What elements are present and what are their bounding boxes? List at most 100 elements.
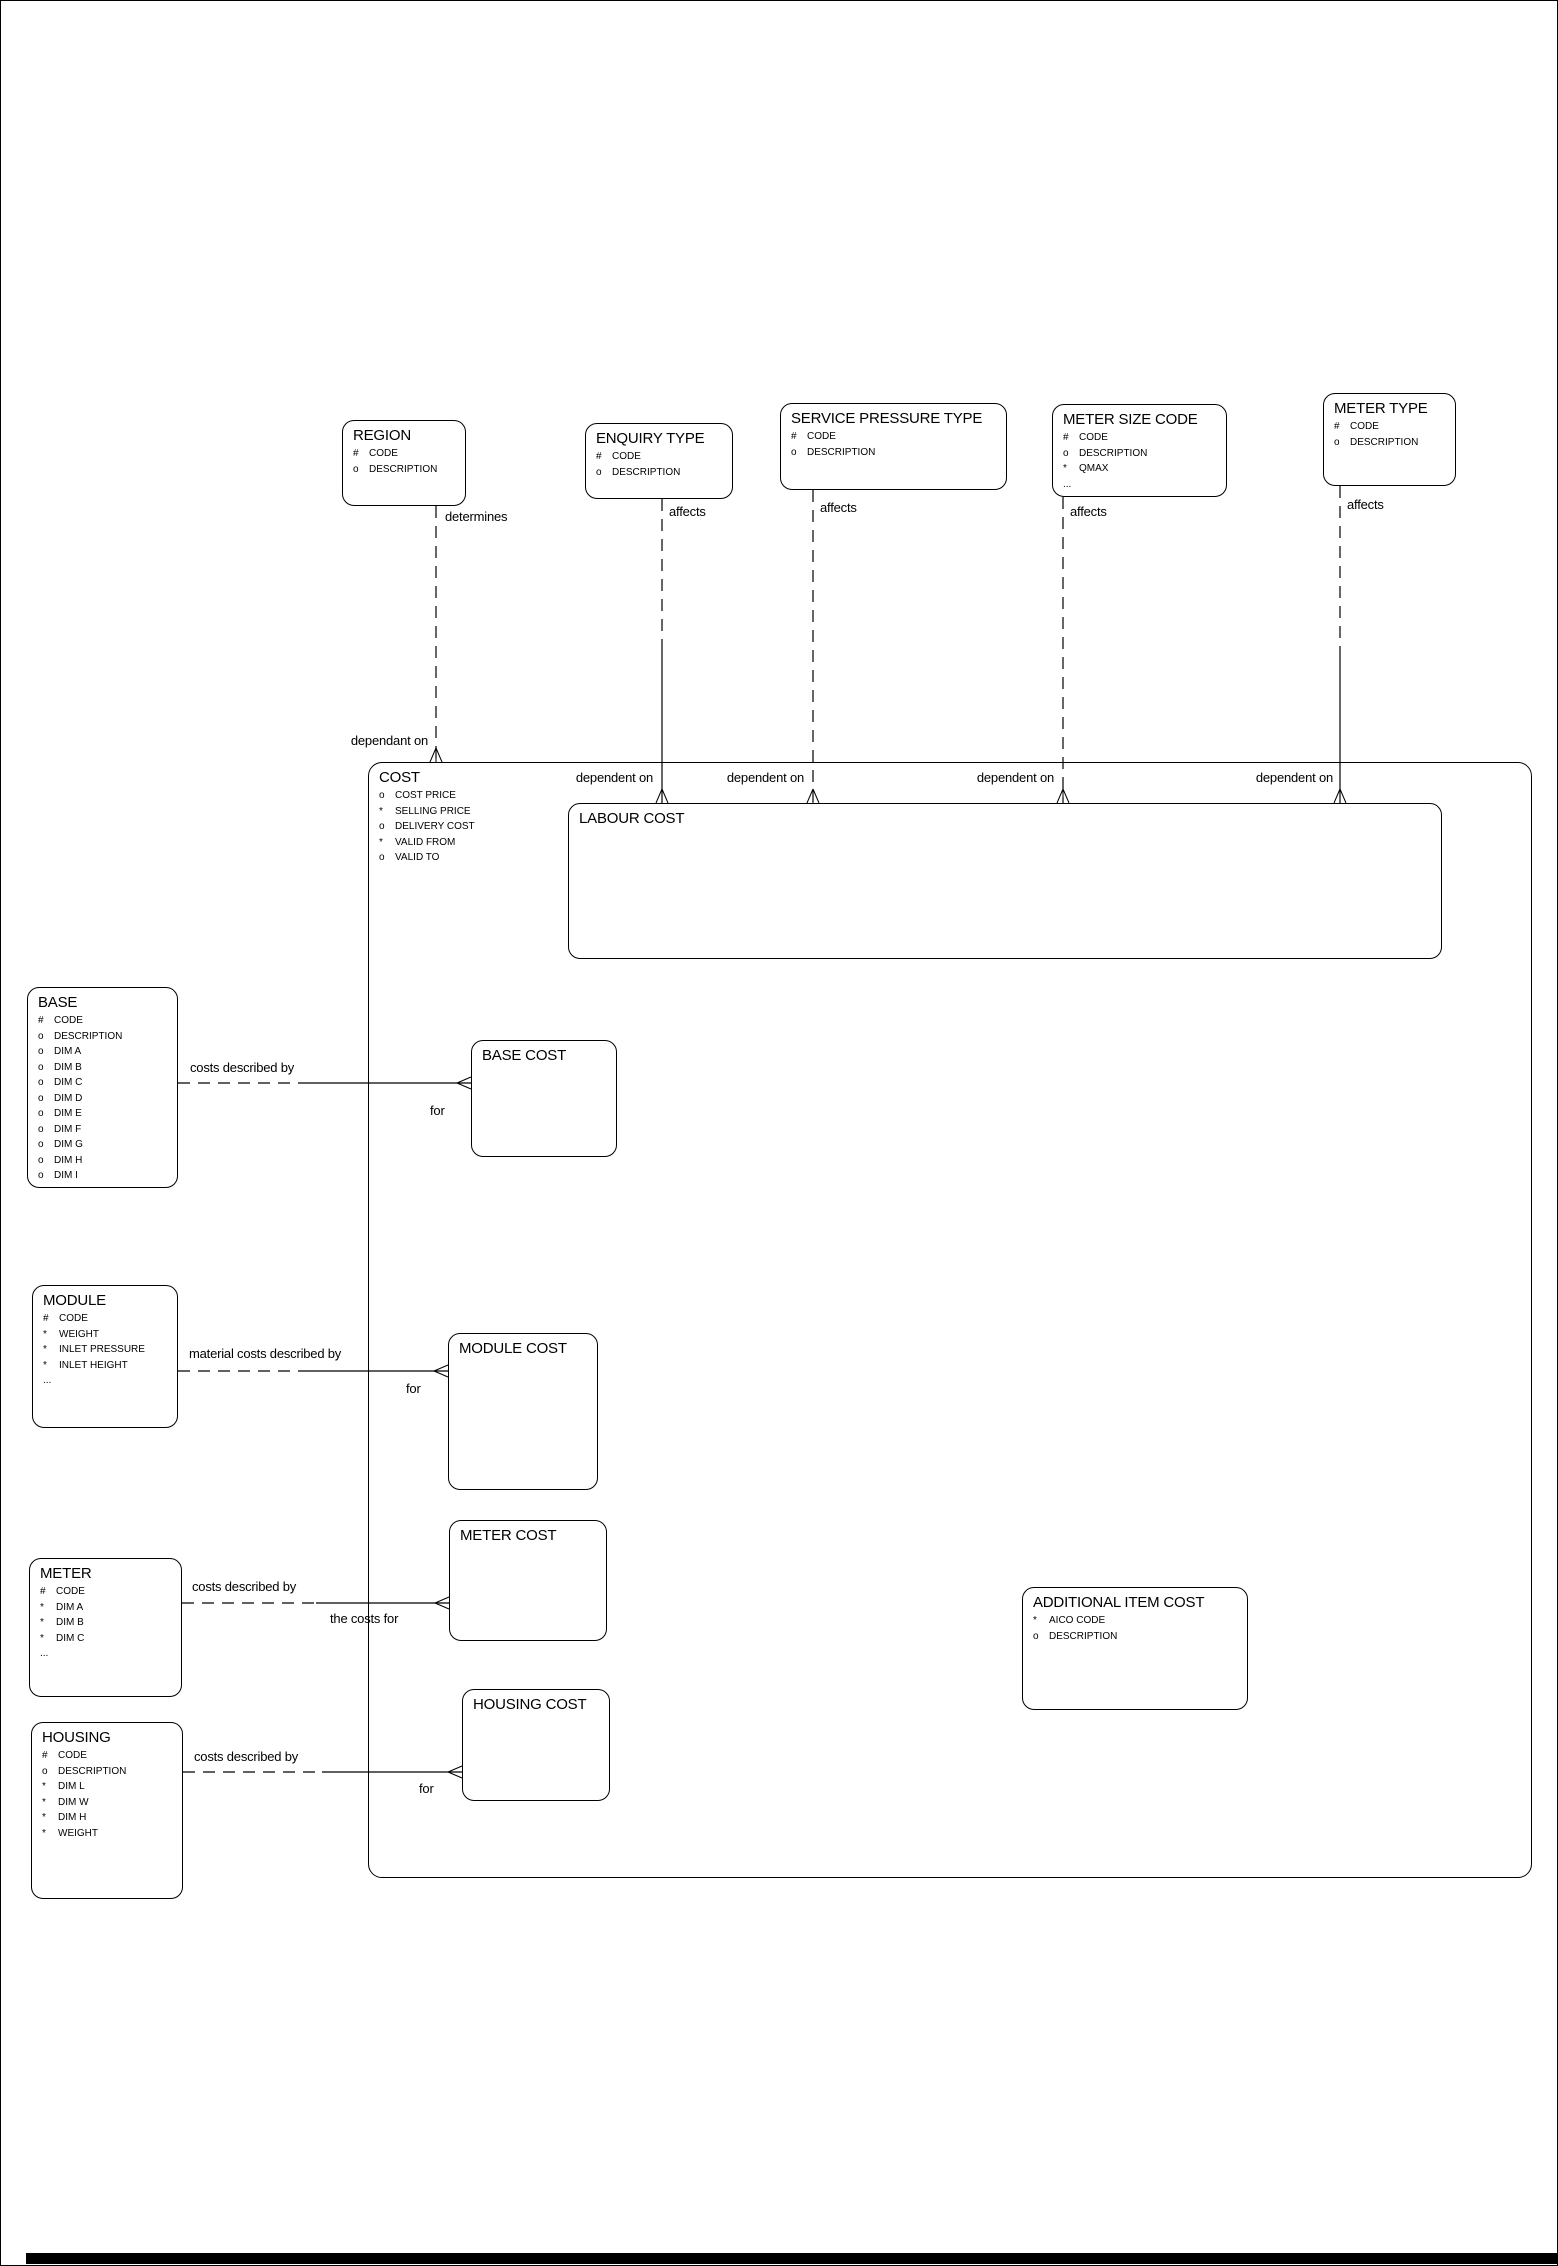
entity-box-housing-cost[interactable]: HOUSING COST [462,1689,610,1801]
attribute-prefix: # [353,448,359,459]
attribute-row-cost-3: *VALID FROM [379,835,1531,851]
attribute-prefix: o [38,1139,44,1150]
relationship-label-housing-costs-described-by-housing-cost-0: costs described by [194,1749,299,1764]
attribute-prefix: o [1063,447,1069,459]
attribute-prefix: o [38,1046,44,1057]
relationship-line-service-pressure-type-affects-labour-cost[interactable] [806,490,820,804]
attribute-row-base-4: o DIM C [38,1075,177,1091]
relationship-line-meter-type-affects-labour-cost[interactable] [1333,486,1347,804]
attribute-name: DESCRIPTION [1049,1630,1118,1642]
entity-box-labour-cost[interactable]: LABOUR COST [568,803,1442,959]
attribute-name: DIM I [54,1170,78,1181]
relationship-label-service-pressure-type-affects-labour-cost-0: affects [820,500,857,515]
attribute-name: INLET PRESSURE [59,1344,145,1355]
attribute-name: VALID FROM [395,836,456,848]
attribute-row-housing-5: * WEIGHT [42,1826,182,1842]
entity-box-base-cost[interactable]: BASE COST [471,1040,617,1157]
relationship-label-module-material-costs-described-by-module-cost-1: for [406,1381,421,1396]
attribute-prefix: o [42,1765,48,1777]
attribute-name: DELIVERY COST [395,821,475,832]
attribute-prefix: o [38,1123,44,1135]
attribute-prefix: ... [40,1648,49,1659]
attribute-prefix: * [43,1359,47,1371]
attribute-name: DIM C [54,1077,83,1088]
entity-title-additional-item-cost: ADDITIONAL ITEM COST [1033,1594,1205,1611]
attribute-prefix: * [42,1827,46,1839]
relationship-label-enquiry-type-affects-labour-cost-0: affects [669,504,706,519]
attribute-prefix: o [791,446,797,458]
attribute-name: DIM C [56,1632,85,1644]
attribute-row-housing-4: *DIM H [42,1810,182,1826]
attribute-prefix: # [1063,432,1069,443]
relationship-label-region-determines-cost-0: determines [445,509,508,524]
entity-title-meter-type: METER TYPE [1334,400,1428,417]
attribute-name: DIM H [58,1812,87,1823]
relationship-label-service-pressure-type-affects-labour-cost-1: dependent on [726,770,804,785]
attribute-row-meter-size-code-3: ... [1063,477,1226,493]
entity-box-module-cost[interactable]: MODULE COST [448,1333,598,1490]
relationship-line-meter-size-code-affects-labour-cost[interactable] [1056,497,1070,804]
attribute-name: DESCRIPTION [369,463,438,475]
attribute-name: DIM H [54,1154,83,1166]
attribute-name: WEIGHT [58,1827,98,1839]
attribute-name: INLET HEIGHT [59,1359,128,1371]
attribute-row-meter-type-0: # CODE [1334,419,1455,435]
attribute-row-meter-2: *DIM B [40,1615,181,1631]
attribute-name: CODE [1350,421,1379,432]
attribute-row-meter-3: *DIM C [40,1631,181,1647]
attribute-row-meter-1: *DIM A [40,1600,181,1616]
attribute-name: DESCRIPTION [1350,436,1419,448]
attribute-prefix: * [40,1601,44,1613]
attribute-row-base-0: # CODE [38,1013,177,1029]
attribute-prefix: # [1334,421,1340,432]
entity-title-meter: METER [40,1565,92,1582]
attribute-name: CODE [612,451,641,462]
attribute-prefix: * [1063,463,1067,474]
attribute-name: CODE [54,1015,83,1026]
attribute-name: DESCRIPTION [1079,447,1148,459]
entity-box-meter-cost[interactable]: METER COST [449,1520,607,1641]
attribute-prefix: * [42,1796,46,1808]
relationship-label-housing-costs-described-by-housing-cost-1: for [419,1781,434,1796]
attribute-prefix: * [43,1344,47,1355]
attribute-prefix: # [38,1015,44,1026]
attribute-row-meter-0: #CODE [40,1584,181,1600]
entity-box-meter[interactable]: METER#CODE*DIM A*DIM B*DIM C... [29,1558,182,1697]
entity-title-housing: HOUSING [42,1729,111,1746]
entity-title-meter-size-code: METER SIZE CODE [1063,411,1198,428]
attribute-prefix: # [42,1750,48,1761]
entity-title-service-pressure-type: SERVICE PRESSURE TYPE [791,410,983,427]
attribute-name: DESCRIPTION [612,466,681,478]
attribute-prefix: o [38,1077,44,1088]
attribute-prefix: # [43,1313,49,1324]
entity-box-module[interactable]: MODULE#CODE*WEIGHT*INLET PRESSURE*INLET … [32,1285,178,1428]
relationship-label-base-costs-described-by-base-cost-1: for [430,1103,445,1118]
attribute-name: DIM B [56,1617,84,1628]
relationship-line-region-determines-cost[interactable] [429,506,443,763]
attribute-row-meter-size-code-1: o DESCRIPTION [1063,446,1226,462]
relationship-line-enquiry-type-affects-labour-cost[interactable] [655,499,669,804]
attribute-row-cost-1: *SELLING PRICE [379,804,1531,820]
attribute-prefix: o [38,1092,44,1104]
attribute-name: QMAX [1079,463,1109,474]
attribute-prefix: o [379,790,385,801]
attribute-row-housing-0: #CODE [42,1748,182,1764]
